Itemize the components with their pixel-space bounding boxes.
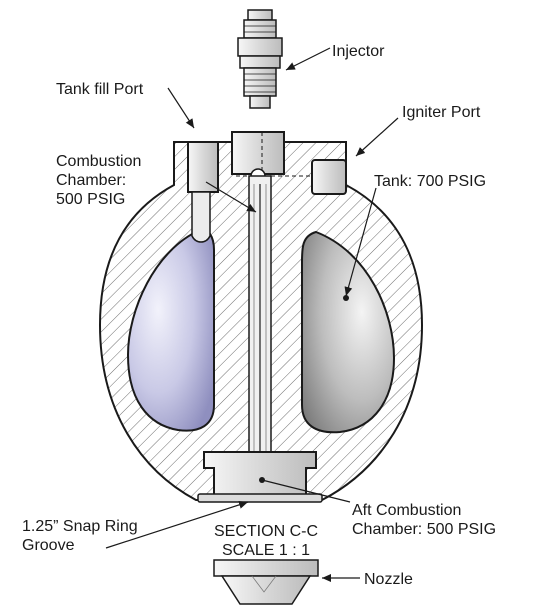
- injector-part: [237, 9, 283, 109]
- right-tank-cavity: [301, 230, 396, 434]
- combustion-chamber-label-line2: Chamber:: [56, 172, 127, 189]
- igniter-port-bore: [311, 159, 347, 195]
- injector-label: Injector: [332, 43, 385, 60]
- aft-chamber-label-line1: Aft Combustion: [352, 502, 462, 519]
- snap-ring-arrow: [105, 500, 249, 549]
- section-label-line1: SECTION C-C: [214, 523, 318, 540]
- tank-arrow: [344, 187, 377, 297]
- section-label-line2: SCALE 1 : 1: [221, 542, 311, 559]
- snap-ring: [197, 493, 323, 503]
- igniter-arrow: [355, 117, 399, 157]
- tank-fill-port-label: Tank fill Port: [56, 81, 144, 98]
- left-tank-cavity: [126, 228, 215, 432]
- injector-arrow: [285, 47, 331, 71]
- tank-fill-arrow: [167, 87, 195, 129]
- tank-label: Tank: 700 PSIG: [374, 173, 487, 190]
- igniter-port-label: Igniter Port: [402, 104, 481, 121]
- injector-seat: [231, 131, 285, 175]
- aft-chamber-label-line2: Chamber: 500 PSIG: [352, 521, 497, 538]
- nozzle-part: [213, 559, 319, 605]
- fill-port-bore: [187, 141, 219, 193]
- nozzle-label: Nozzle: [364, 571, 413, 588]
- snap-ring-label-line1: 1.25” Snap Ring: [22, 518, 138, 535]
- aft-chamber: [203, 451, 317, 501]
- aft-chamber-arrow: [261, 479, 351, 503]
- fill-passage: [191, 191, 211, 243]
- combustion-chamber-label-line3: 500 PSIG: [56, 191, 126, 208]
- combustion-chamber-arrow: [205, 181, 257, 213]
- combustion-chamber-label-line1: Combustion: [56, 153, 142, 170]
- snap-ring-label-line2: Groove: [22, 537, 75, 554]
